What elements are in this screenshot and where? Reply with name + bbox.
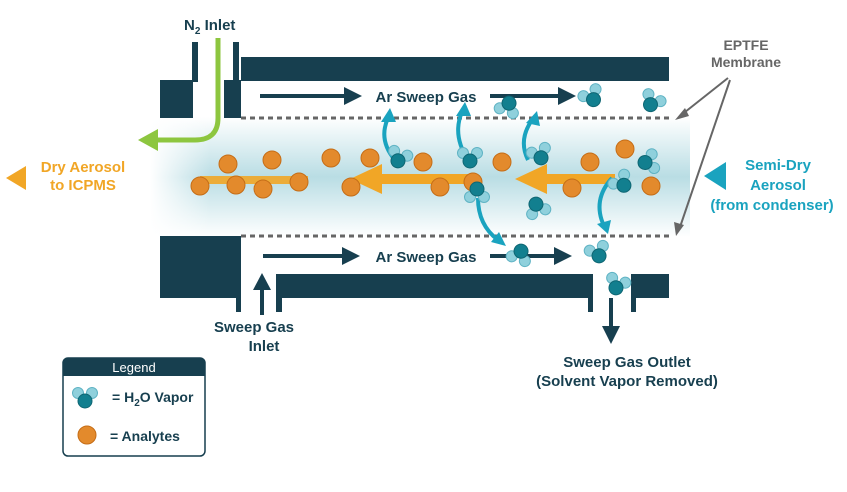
aerosol-flow-arrowhead-2 — [350, 164, 382, 194]
n2-inlet-tube-right — [233, 42, 239, 82]
analyte-particle — [413, 152, 433, 172]
legend-analyte-icon — [77, 425, 97, 445]
vapor-arrowhead — [456, 102, 471, 116]
dry-aerosol-label-line2: to ICPMS — [50, 177, 116, 194]
vapor-diffusion-arrowheads — [381, 102, 611, 246]
vapor-arrowhead — [526, 111, 540, 126]
h2o-molecule-icon — [493, 95, 519, 120]
n2-inlet-tube-left — [192, 42, 198, 82]
legend-analytes-label: = Analytes — [110, 428, 180, 444]
ar-sweep-bottom-arrowhead-2 — [554, 247, 572, 265]
h2o-molecule-icon — [505, 243, 531, 268]
analyte-particle — [190, 176, 210, 196]
sweep-inlet-label-line1: Sweep Gas — [214, 319, 294, 336]
h2o-molecule-icon — [583, 239, 609, 264]
ar-sweep-top-arrowhead-2 — [558, 87, 576, 105]
h2o-molecule-icon — [606, 271, 632, 296]
h2o-molecule-icon — [388, 144, 414, 169]
vapor-arrowhead — [597, 220, 611, 234]
dry-aerosol-label-line1: Dry Aerosol — [41, 159, 125, 176]
analyte-particle — [218, 154, 238, 174]
analyte-particle — [226, 175, 246, 195]
n2-flow-arrow — [155, 38, 221, 143]
analyte-particle — [641, 176, 661, 196]
analyte-particle — [580, 152, 600, 172]
bottom-housing-right-block — [631, 274, 669, 298]
ar-sweep-bottom-label: Ar Sweep Gas — [376, 249, 477, 266]
h2o-molecule-icon — [457, 147, 483, 169]
aerosol-flow-arrow-1 — [200, 176, 308, 184]
h2o-molecule-icon — [464, 181, 490, 203]
n2-inlet-label: N2 Inlet — [184, 17, 235, 37]
h2o-molecule-icon — [577, 83, 602, 108]
legend: Legend = H2O Vapor = Analytes — [62, 357, 206, 457]
h2o-molecule-icon — [525, 141, 551, 166]
analyte-particle — [253, 179, 273, 199]
semi-dry-label-line1: Semi-Dry — [745, 157, 812, 174]
analyte-particle — [360, 148, 380, 168]
h2o-molecule-icon — [526, 196, 552, 221]
top-housing-left-block — [160, 80, 193, 118]
h2o-molecule-icon — [637, 148, 661, 175]
vapor-arrowhead — [491, 232, 506, 246]
analyte-particle — [341, 177, 361, 197]
ar-sweep-bottom-arrowhead-1 — [342, 247, 360, 265]
legend-h2o-icon — [72, 387, 98, 409]
bottom-housing-wall — [276, 274, 593, 298]
analyte-particle — [562, 178, 582, 198]
analyte-particle — [262, 150, 282, 170]
bottom-housing-left-block — [160, 236, 241, 298]
semi-dry-label-line2: Aerosol — [750, 177, 806, 194]
legend-h2o-label: = H2O Vapor — [112, 389, 194, 409]
semi-dry-label-line3: (from condenser) — [710, 197, 833, 214]
ar-sweep-top-arrowhead-1 — [344, 87, 362, 105]
n2-flow-arrowhead — [138, 129, 158, 151]
aerosol-flow-arrowhead-3 — [515, 164, 547, 194]
h2o-molecule-icon — [642, 88, 667, 113]
eptfe-pointer-top — [679, 77, 729, 117]
top-housing-wall — [241, 57, 669, 81]
top-housing-mid-block — [224, 80, 241, 118]
analyte-particle — [430, 177, 450, 197]
analyte-particle — [321, 148, 341, 168]
sweep-outlet-label-line1: Sweep Gas Outlet — [563, 354, 691, 371]
eptfe-pointer-bottom — [678, 79, 731, 231]
sweep-inlet-arrowhead — [253, 273, 271, 290]
sweep-outlet-label-line2: (Solvent Vapor Removed) — [536, 373, 718, 390]
sweep-outlet-arrowhead — [602, 326, 620, 344]
analyte-particle — [289, 172, 309, 192]
eptfe-label-line2: Membrane — [711, 54, 781, 70]
sweep-inlet-label-line2: Inlet — [249, 338, 280, 355]
aerosol-flow-arrow-3-body — [545, 174, 615, 184]
semi-dry-arrowhead — [704, 162, 726, 190]
legend-header — [63, 358, 205, 376]
ar-sweep-top-label: Ar Sweep Gas — [376, 89, 477, 106]
h2o-molecule-icon — [607, 168, 632, 193]
h2o-molecule-icon — [72, 387, 98, 409]
analyte-particle — [492, 152, 512, 172]
sweep-outlet-tube-left — [588, 274, 593, 312]
vapor-arrowhead — [381, 108, 396, 122]
eptfe-pointer-top-head — [675, 108, 689, 120]
aerosol-flow-arrow-2-body — [380, 174, 470, 184]
sweep-inlet-tube — [236, 295, 241, 312]
sweep-outlet-tube-right — [631, 274, 636, 312]
eptfe-pointer-bottom-head — [674, 222, 684, 236]
dry-aerosol-arrowhead — [6, 166, 26, 190]
bottom-housing-tube-left — [276, 274, 282, 312]
h2o-molecules — [388, 83, 667, 296]
legend-title: Legend — [112, 360, 155, 375]
analyte-particles — [190, 139, 661, 199]
eptfe-label-line1: EPTFE — [723, 37, 768, 53]
analyte-particle — [615, 139, 635, 159]
